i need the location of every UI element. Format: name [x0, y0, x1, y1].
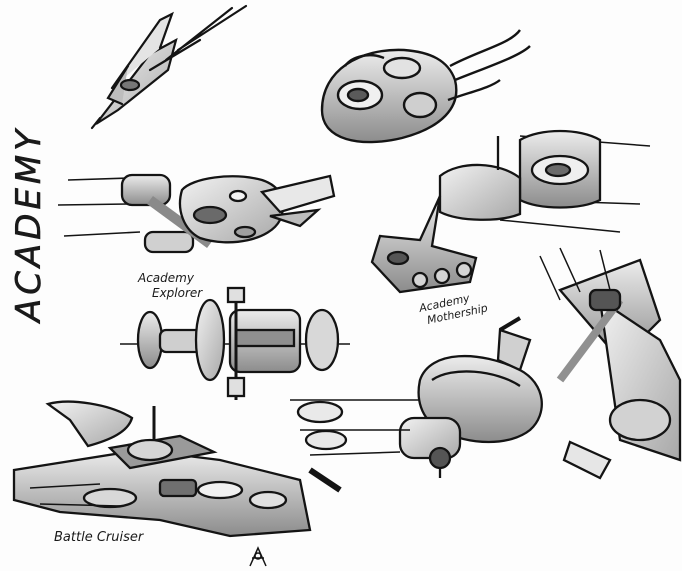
vertical-title-academy: ACADEMY [9, 126, 49, 324]
cross-ship-sketch [120, 286, 350, 400]
academy-mothership-sketch [370, 129, 651, 294]
label-battle-cruiser: Battle Cruiser [54, 530, 145, 545]
battle-cruiser-sketch [12, 400, 312, 538]
right-warship-sketch [539, 247, 682, 480]
label-academy-explorer-line1: Academy [137, 271, 195, 285]
saucer-gunship-sketch [290, 316, 543, 493]
pod-ship-sketch [320, 29, 531, 144]
academy-explorer-sketch [57, 173, 336, 254]
artist-signature-mark [249, 546, 267, 567]
label-academy-explorer-line2: Explorer [152, 286, 203, 300]
fighter-ship-sketch [90, 4, 248, 130]
